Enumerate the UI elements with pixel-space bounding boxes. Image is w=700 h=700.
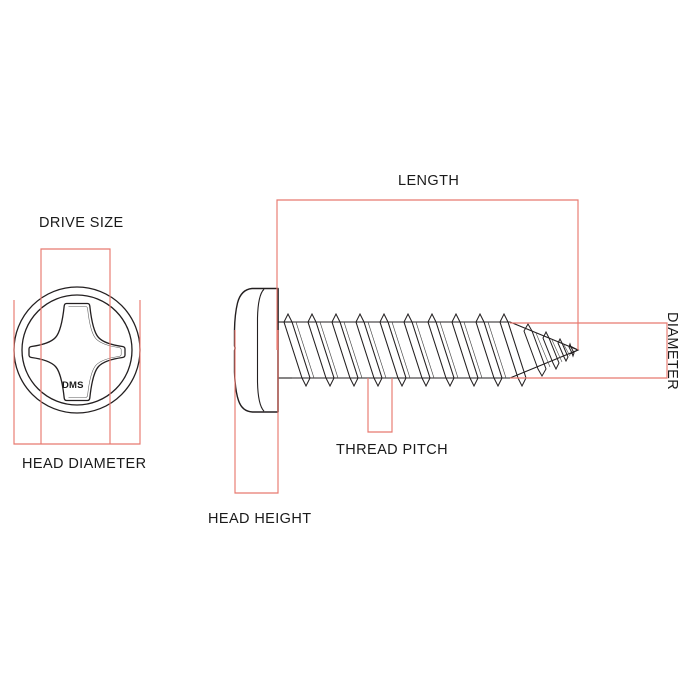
label-head-height: HEAD HEIGHT <box>208 511 312 527</box>
screw-head-top-view <box>13 286 141 414</box>
diameter-bracket <box>510 322 668 379</box>
thread-flanks-full <box>283 312 527 388</box>
label-thread-pitch: THREAD PITCH <box>336 442 448 458</box>
label-length: LENGTH <box>398 173 460 189</box>
head-inner-circle <box>21 294 133 406</box>
label-diameter: DIAMETER <box>664 312 680 391</box>
label-head-diameter: HEAD DIAMETER <box>22 456 147 472</box>
phillips-recess-depth-line <box>68 306 122 398</box>
head-diameter-bracket <box>13 300 141 445</box>
label-recess-marking: DMS <box>62 380 84 391</box>
head-height-bracket <box>234 330 279 494</box>
pan-head-profile <box>233 287 279 413</box>
label-drive-size: DRIVE SIZE <box>39 215 124 231</box>
length-bracket <box>276 199 579 350</box>
point-helix-lines <box>535 332 571 368</box>
point-taper-envelope <box>509 321 580 379</box>
screw-tapered-point <box>509 321 580 379</box>
phillips-recess-outline <box>28 302 126 402</box>
screw-side-view <box>233 287 580 413</box>
screw-threads <box>283 312 580 388</box>
head-crease-line <box>256 288 265 412</box>
drive-size-bracket <box>40 248 111 444</box>
dimension-brackets <box>13 199 668 494</box>
thread-pitch-bracket <box>367 378 393 433</box>
thread-helix-lines <box>295 321 507 379</box>
